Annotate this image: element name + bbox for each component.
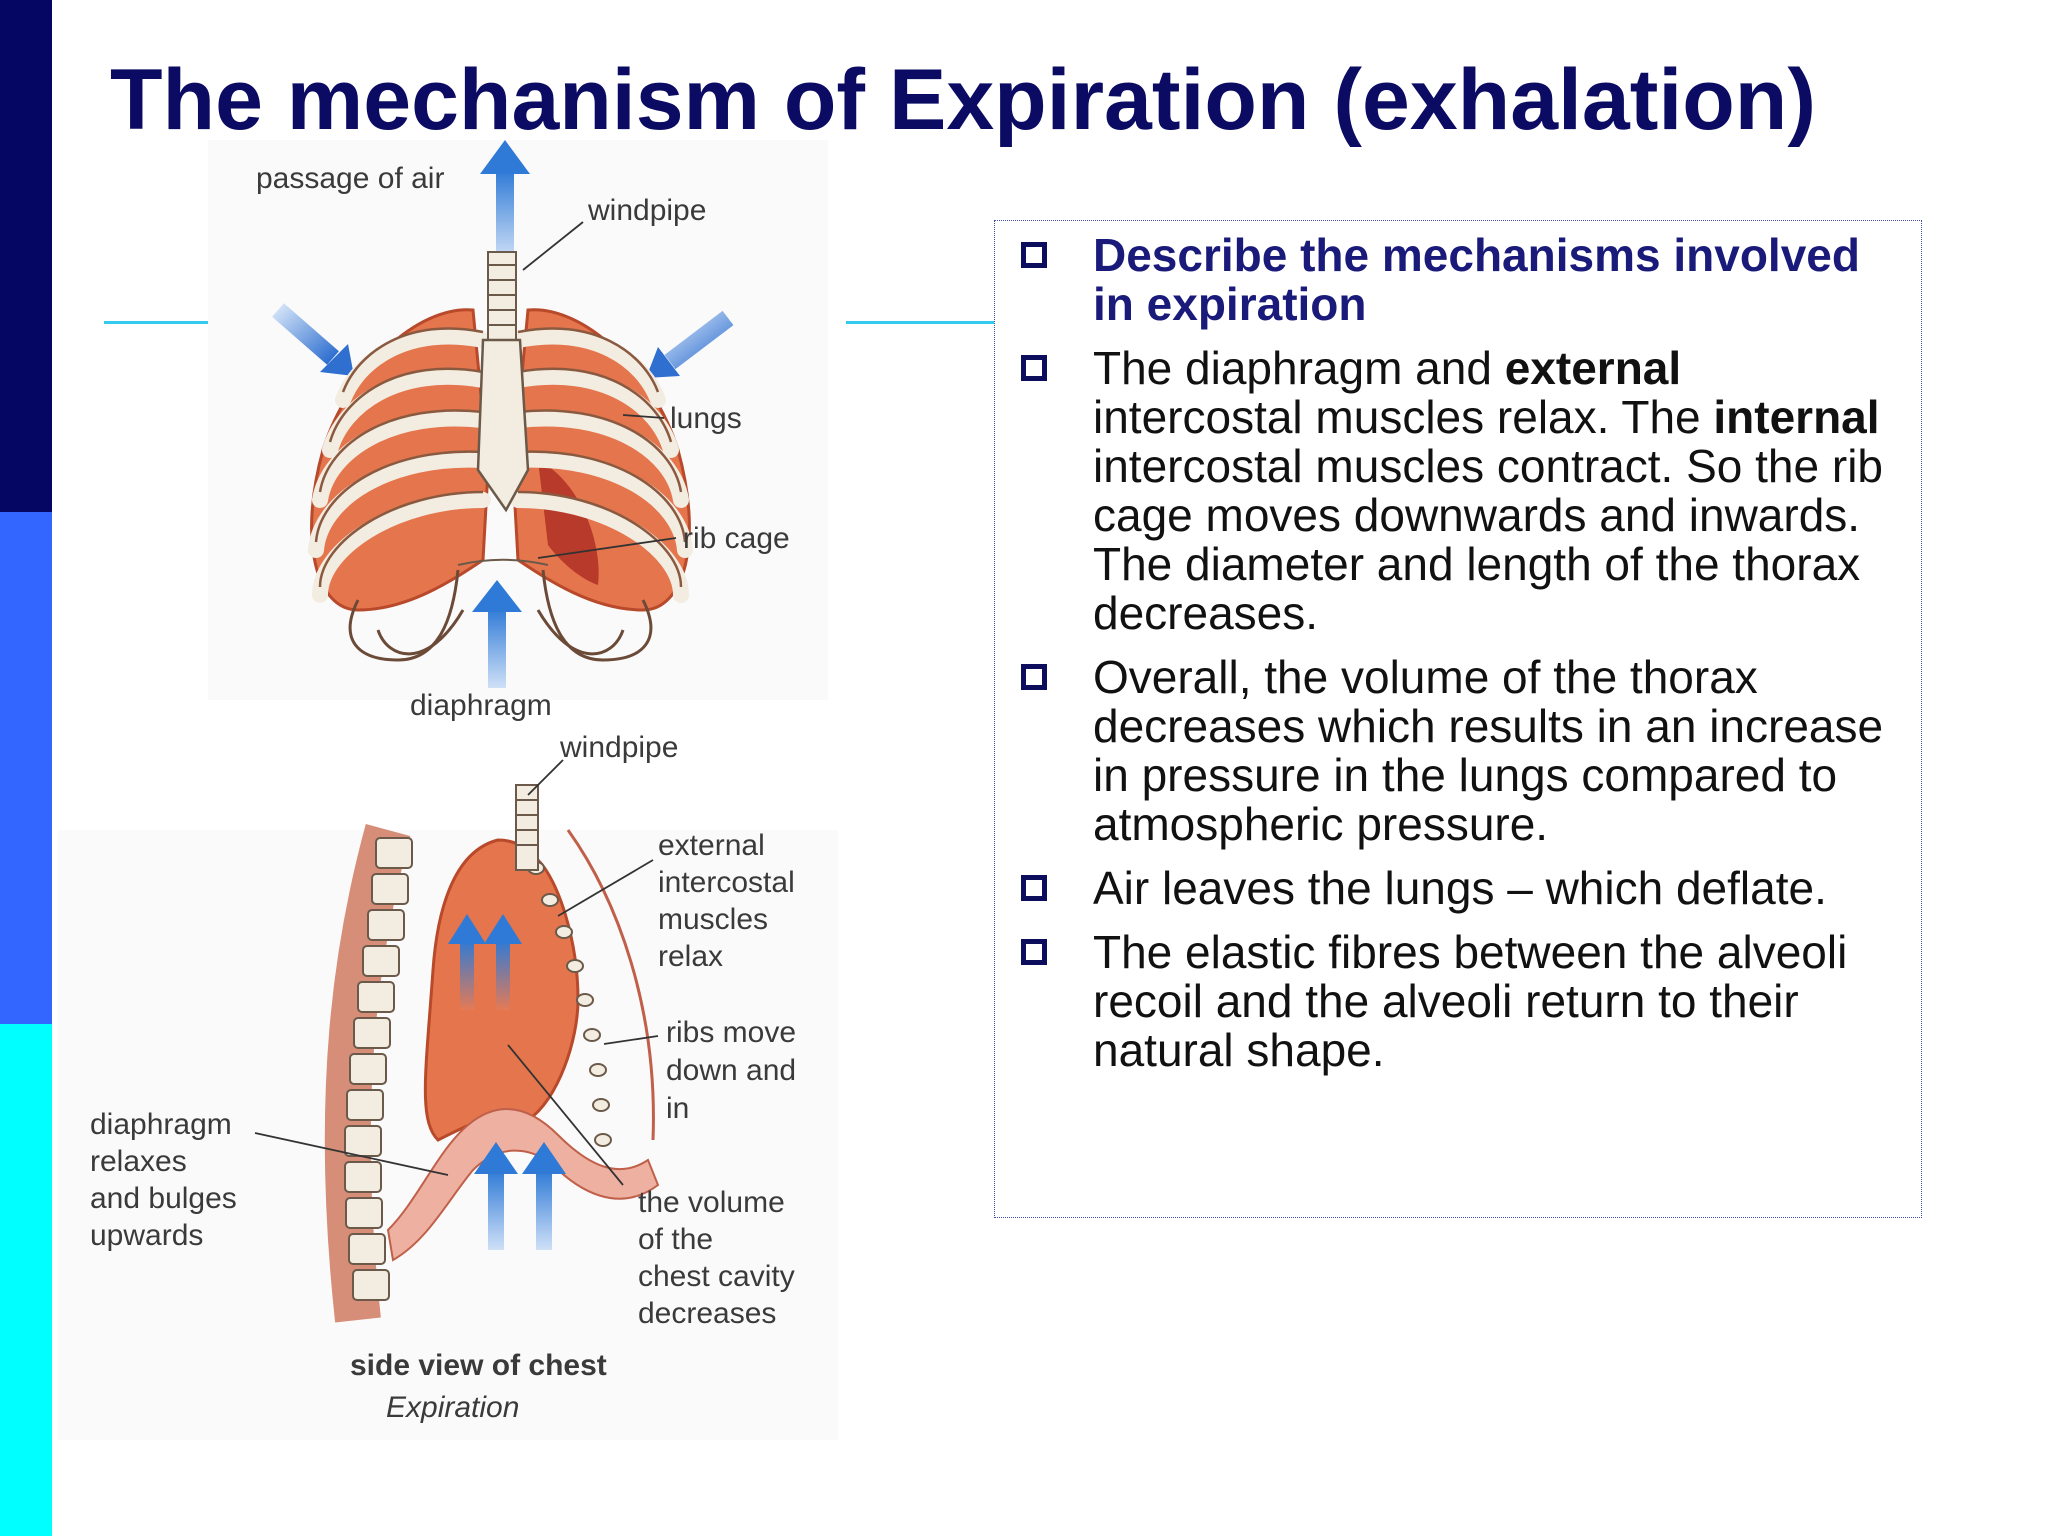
bullet-question: Describe the mechanisms involved in expi… — [1021, 229, 1903, 330]
title-rule-left — [104, 321, 220, 324]
heart-notch — [538, 460, 599, 585]
bullet-air-leaves: Air leaves the lungs – which deflate. — [1021, 862, 1903, 914]
bullet-muscles: The diaphragm and external intercostal m… — [1021, 342, 1903, 639]
front-lower-ribs — [348, 569, 653, 662]
bullet-muscles-bold-external: external — [1504, 342, 1682, 394]
square-bullet-icon — [1021, 875, 1047, 901]
label-windpipe-side: windpipe — [559, 731, 678, 764]
label-down-and: down and — [666, 1054, 796, 1087]
side-chest-wall — [566, 829, 655, 1141]
label-diaphragm-front: diaphragm — [410, 689, 552, 722]
slide-title: The mechanism of Expiration (exhalation) — [110, 52, 1816, 148]
label-windpipe-front: windpipe — [587, 194, 706, 227]
expiration-figure: passage of air windpipe lungs rib cage d… — [58, 140, 858, 1450]
bullet-muscles-part2: intercostal muscles relax. The — [1093, 391, 1714, 443]
bullet-volume: Overall, the volume of the thorax decrea… — [1021, 651, 1903, 850]
square-bullet-icon — [1021, 664, 1047, 690]
square-bullet-icon — [1021, 355, 1047, 381]
bullet-muscles-bold-internal: internal — [1713, 391, 1880, 443]
square-bullet-icon — [1021, 939, 1047, 965]
label-chest-cavity: chest cavity — [638, 1260, 795, 1293]
side-spine — [324, 823, 413, 1323]
label-ribs-move: ribs move — [666, 1016, 796, 1049]
label-external: external — [658, 829, 765, 862]
label-lungs: lungs — [670, 402, 742, 435]
side-diaphragm-up-arrows-icon — [474, 1142, 566, 1250]
front-diaphragm-line — [457, 558, 549, 566]
label-diaphragm-side: diaphragm — [90, 1108, 232, 1141]
air-out-arrow-icon — [480, 140, 530, 260]
side-air-out-arrows-icon — [448, 914, 522, 1010]
square-bullet-icon — [1021, 242, 1047, 268]
figure-caption: side view of chest — [350, 1349, 607, 1382]
chest-diagram: passage of air windpipe lungs rib cage d… — [58, 140, 838, 1440]
side-view: windpipe external intercostal muscles re… — [90, 731, 796, 1424]
label-muscles: muscles — [658, 903, 768, 936]
front-pointer-lines — [522, 221, 677, 559]
label-of-the: of the — [638, 1223, 713, 1256]
bullet-air-leaves-text: Air leaves the lungs – which deflate. — [1093, 862, 1827, 914]
front-rib-outlines — [314, 327, 687, 588]
bullet-elastic-fibres: The elastic fibres between the alveoli r… — [1021, 926, 1903, 1076]
question-text: Describe the mechanisms involved in expi… — [1093, 229, 1860, 330]
bullet-elastic-fibres-text: The elastic fibres between the alveoli r… — [1093, 926, 1848, 1076]
side-diaphragm — [386, 1108, 660, 1262]
bullet-volume-text: Overall, the volume of the thorax decrea… — [1093, 651, 1884, 850]
front-view: passage of air windpipe lungs rib cage d… — [256, 140, 790, 722]
bullet-text-box: Describe the mechanisms involved in expi… — [994, 220, 1922, 1218]
front-sternum — [476, 338, 530, 513]
label-rib-cage: rib cage — [683, 522, 790, 555]
diaphragm-up-arrow-icon — [472, 580, 522, 688]
sidebar-band-middle — [0, 512, 52, 1024]
label-decreases: decreases — [638, 1297, 776, 1330]
label-relax: relax — [658, 940, 723, 973]
bullet-list: Describe the mechanisms involved in expi… — [995, 221, 1921, 1075]
sidebar-band-bottom — [0, 1024, 52, 1536]
label-the-volume: the volume — [638, 1186, 785, 1219]
label-and-bulges: and bulges — [90, 1182, 237, 1215]
title-rule-right — [846, 321, 996, 324]
label-intercostal: intercostal — [658, 866, 795, 899]
front-ribs — [308, 328, 693, 603]
label-passage-of-air: passage of air — [256, 162, 444, 195]
figure-subcaption: Expiration — [386, 1391, 519, 1424]
inward-arrow-right-icon — [646, 310, 734, 378]
label-relaxes: relaxes — [90, 1145, 187, 1178]
bullet-muscles-part3: intercostal muscles contract. So the rib… — [1093, 440, 1883, 639]
side-pointer-lines — [254, 759, 659, 1186]
inward-arrow-left-icon — [272, 303, 354, 376]
front-windpipe — [487, 251, 517, 343]
bullet-muscles-part1: The diaphragm and — [1093, 342, 1505, 394]
label-upwards: upwards — [90, 1219, 203, 1252]
label-in: in — [666, 1092, 689, 1125]
side-windpipe — [515, 784, 539, 871]
sidebar-band-top — [0, 0, 52, 512]
